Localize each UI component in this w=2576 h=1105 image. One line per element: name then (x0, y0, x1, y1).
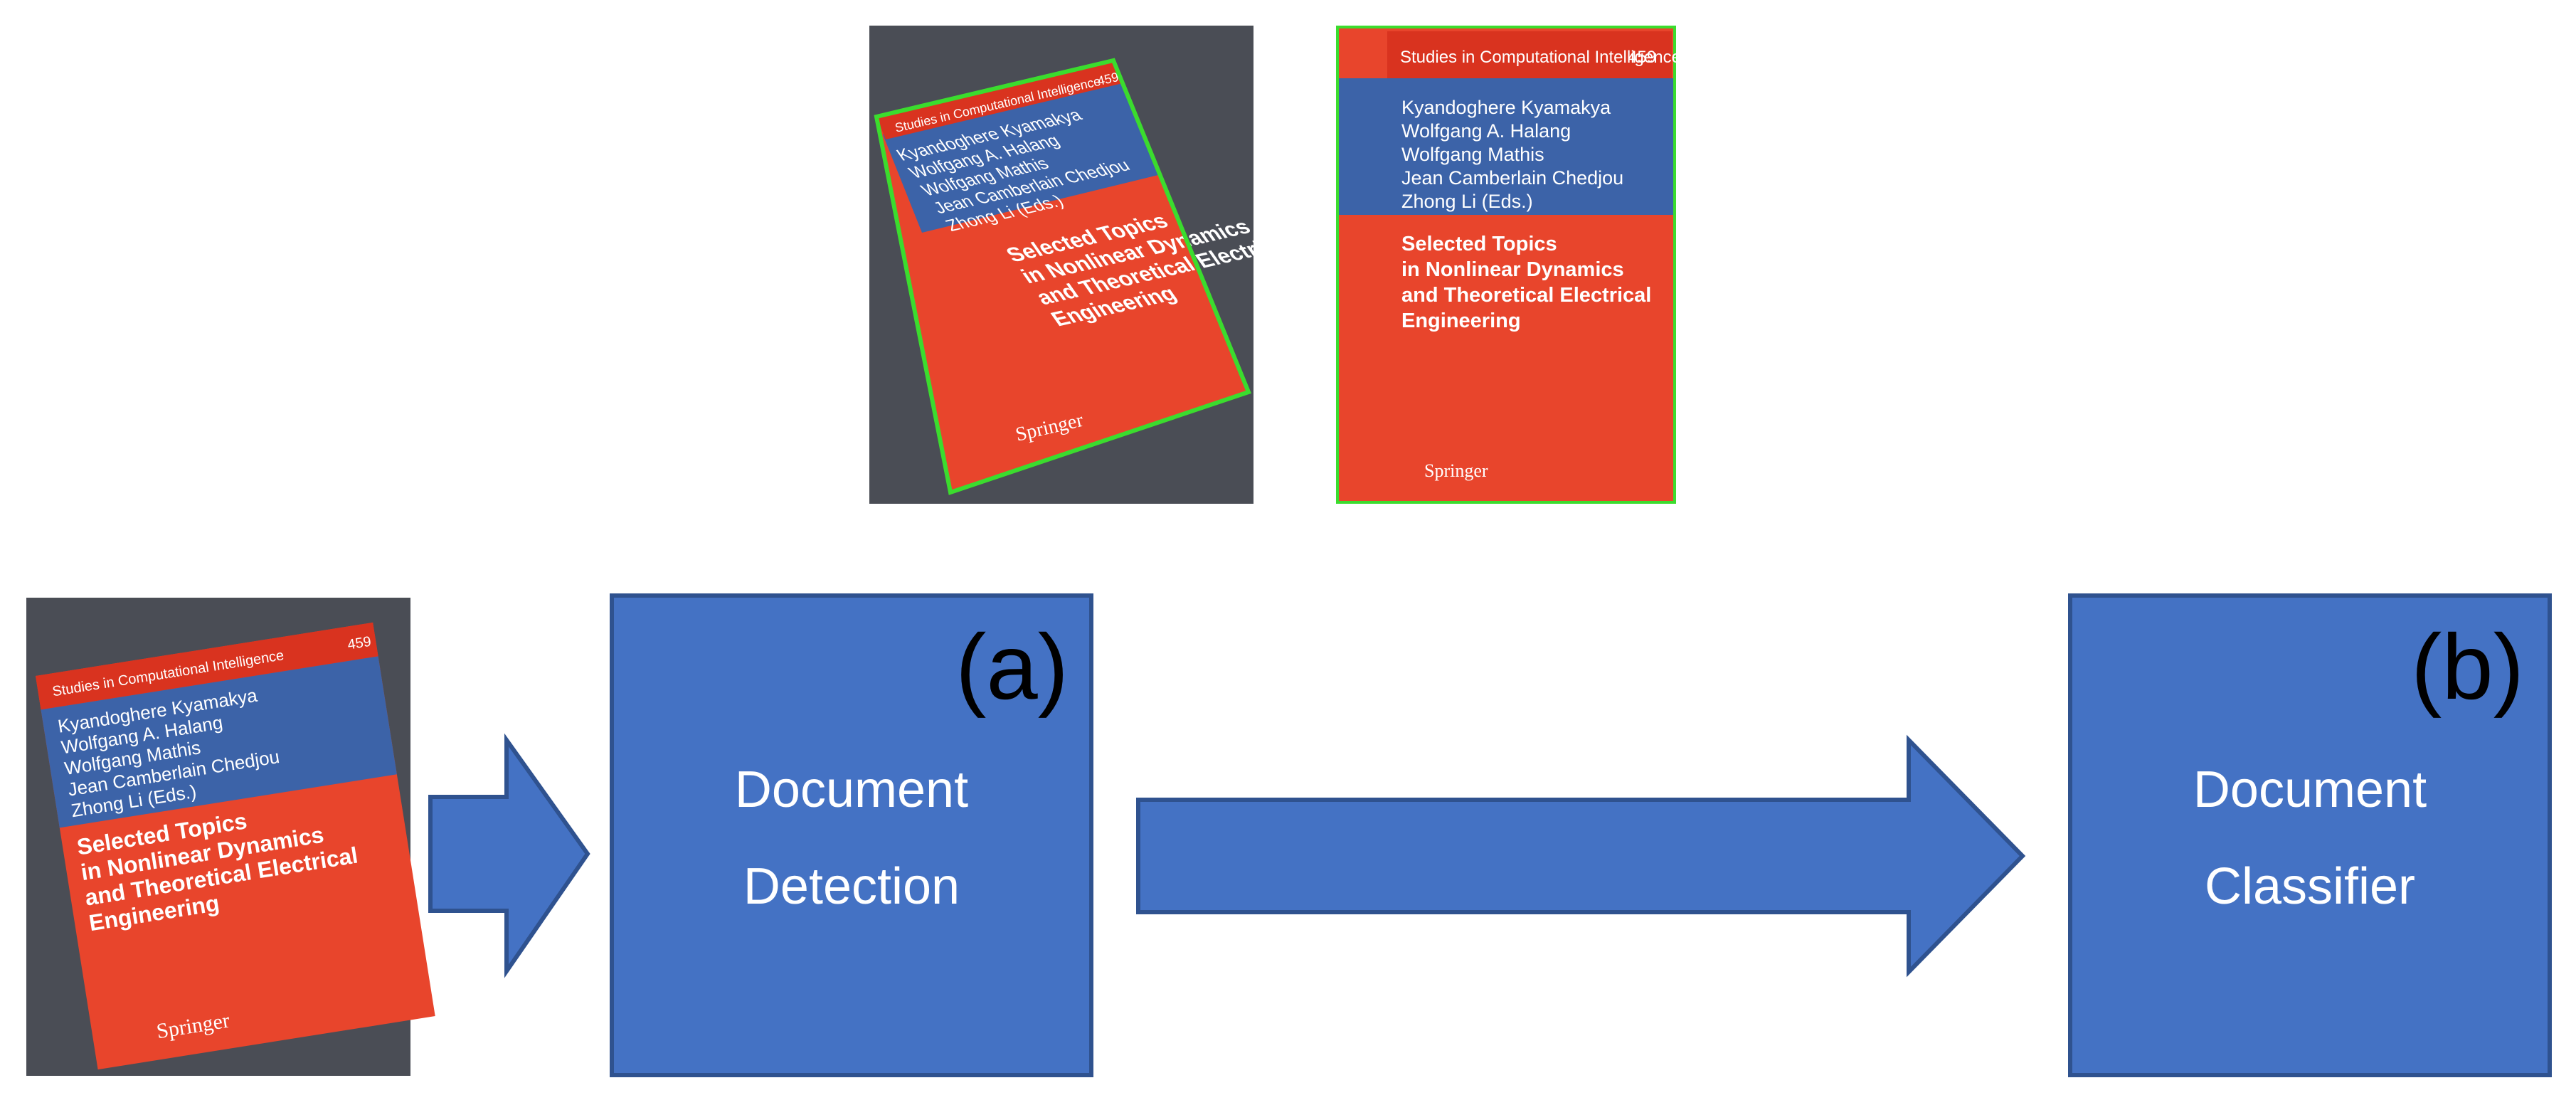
rectified-cover-title-2: in Nonlinear Dynamics (1401, 258, 1624, 281)
rectified-cover: Studies in Computational Intelligence 45… (1336, 26, 1681, 504)
document-detection-label-1: Document (735, 761, 968, 818)
rectified-cover-title-4: Engineering (1401, 310, 1521, 332)
document-classifier-box: (b) Document Classifier (2068, 593, 2552, 1077)
detection-bounding-polygon (874, 58, 1251, 495)
stage-b-label: (b) (2411, 615, 2524, 719)
document-classifier-label-1: Document (2193, 761, 2427, 818)
rectified-cover-author-4: Jean Camberlain Chedjou (1401, 167, 1623, 189)
rectified-cover-author-5: Zhong Li (Eds.) (1401, 191, 1533, 212)
document-classifier-label-2: Classifier (2205, 858, 2415, 915)
rectified-cover-title-1: Selected Topics (1401, 233, 1557, 255)
arrow-to-classifier (1136, 734, 2026, 978)
detection-photo: Studies in Computational Intelligence 45… (869, 26, 1298, 504)
rectified-cover-author-2: Wolfgang A. Halang (1401, 120, 1571, 142)
rectified-cover-number: 459 (1628, 48, 1656, 67)
rectified-cover-author-3: Wolfgang Mathis (1401, 144, 1544, 165)
rectified-cover-publisher: Springer (1424, 460, 1488, 481)
document-detection-box: (a) Document Detection (610, 593, 1093, 1077)
rectified-cover-title-3: and Theoretical Electrical (1401, 284, 1651, 307)
input-photo: Studies in Computational Intelligence 45… (26, 598, 435, 1076)
rectified-cover-series: Studies in Computational Intelligence (1400, 48, 1681, 67)
stage-a-label: (a) (955, 615, 1069, 719)
arrow-to-detection (428, 733, 590, 978)
document-detection-label-2: Detection (743, 858, 960, 915)
input-photo-number: 459 (346, 634, 372, 653)
rectified-cover-author-1: Kyandoghere Kyamakya (1401, 97, 1611, 118)
